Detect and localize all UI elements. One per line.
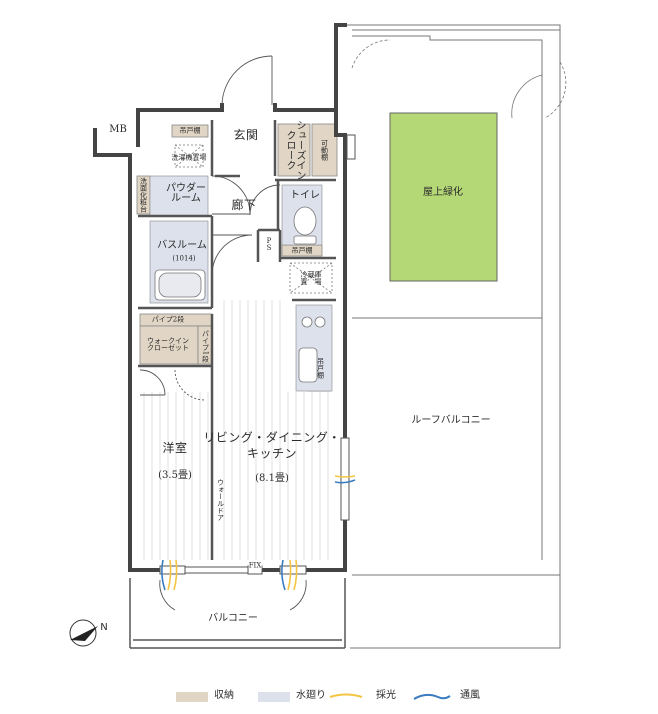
fix-label: FIX (248, 561, 262, 570)
legend-wind: 通風 (460, 690, 480, 701)
legend-swatches (176, 692, 451, 702)
legend-water: 水廻り (296, 690, 326, 701)
wind-arrows (161, 479, 356, 591)
door-swings (139, 55, 307, 611)
tsuritodana-kitchen-label: 吊戸棚 (316, 357, 325, 379)
windows (159, 134, 356, 575)
balcony-label: バルコニー (208, 613, 258, 624)
bathroom-label: バスルーム (157, 240, 207, 251)
fridge-space-label: 冷蔵庫 置 場 (300, 271, 322, 286)
kadodana-label: 可動棚 (320, 139, 329, 161)
senmen-kesho-label: 洗面化粧台 (139, 177, 148, 213)
legend-storage: 収納 (214, 690, 234, 701)
wic-label: ウォークイン クローゼット (147, 337, 189, 352)
rouka-label: 廊下 (231, 198, 257, 212)
ps-label: P S (266, 237, 272, 252)
powder-room-label: パウダー ルーム (166, 183, 206, 204)
roof-balcony-label: ルーフバルコニー (411, 415, 491, 426)
pipe-shelf-label: パイプ2段 (151, 315, 185, 324)
yoshitsu-size-label: (3.5畳) (158, 470, 192, 481)
bath-size-label: (1014) (172, 254, 196, 263)
wall-door-label: ウォールドア (216, 479, 225, 521)
yoshitsu-label: 洋室 (162, 441, 188, 455)
roof-balcony-outline (345, 24, 561, 649)
roof-door-swings (351, 39, 567, 119)
shoes-in-closet-label: シューズイン クローク (284, 120, 305, 180)
compass-north-label: N (100, 622, 108, 633)
walls (93, 23, 347, 572)
light-arrows (167, 475, 356, 591)
ldk-label: リビング・ダイニング・ キッチン (203, 430, 341, 460)
washer-space-label: 洗濯機置場 (171, 153, 207, 162)
roof-green-label: 屋上緑化 (423, 187, 463, 198)
roof-green-area (389, 112, 498, 282)
balcony-outline (129, 578, 346, 649)
toilet-label: トイレ (290, 190, 320, 201)
mb-label: MB (109, 124, 127, 135)
partitions (138, 120, 336, 560)
pipe-side-label: パイプ1段 (201, 329, 210, 363)
ldk-size-label: (8.1畳) (255, 473, 289, 484)
compass-icon (69, 619, 98, 647)
tsuritodana-toilet-label: 吊戸棚 (291, 246, 313, 255)
tsuritodana-top-label: 吊戸棚 (179, 126, 201, 135)
floor-stripes (143, 300, 329, 560)
legend-light: 採光 (376, 690, 396, 701)
fixtures (154, 144, 333, 383)
genkan-label: 玄関 (233, 128, 259, 142)
